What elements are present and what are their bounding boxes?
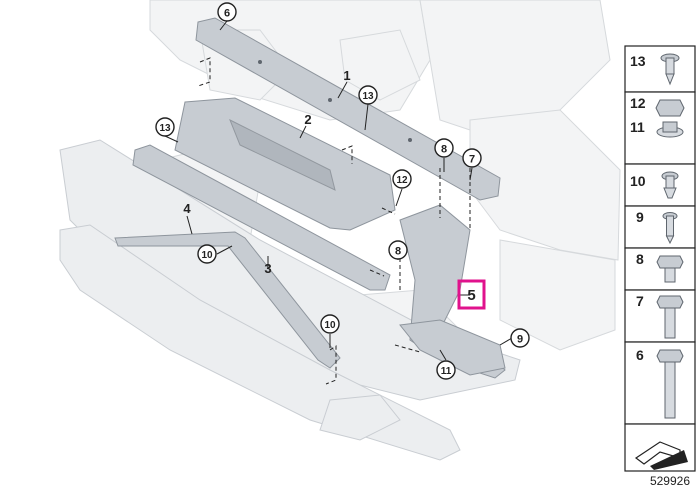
callout-4-label: 4: [183, 201, 191, 216]
callout-9-label: 9: [517, 334, 523, 346]
callout-13-left-label: 13: [159, 123, 171, 134]
part-4-strut: [114, 231, 341, 369]
callout-9[interactable]: 9: [510, 328, 530, 348]
callout-1[interactable]: 1: [343, 68, 350, 83]
callout-12[interactable]: 12: [392, 169, 412, 189]
legend-item-7: 7: [636, 293, 644, 309]
legend-item-13: 13: [630, 53, 646, 69]
callout-8-top-label: 8: [441, 144, 447, 156]
callout-8-mid-label: 8: [395, 246, 401, 258]
callout-11-label: 11: [441, 366, 452, 377]
callout-10-bottom[interactable]: 10: [320, 314, 340, 334]
callout-12-label: 12: [396, 175, 408, 186]
washer-nut-11-icon: [656, 121, 684, 138]
part-6-upper-carrier: [195, 17, 501, 201]
callout-10-left-label: 10: [201, 250, 213, 261]
callout-2-label: 2: [304, 112, 311, 127]
callout-3-label: 3: [264, 261, 271, 276]
callout-11[interactable]: 11: [436, 360, 456, 380]
part-3-lower-crossmember: [132, 144, 391, 291]
callout-5-highlighted[interactable]: 5: [457, 279, 486, 310]
part-9-lower-bracket: [399, 319, 506, 376]
clip-10-icon: [661, 171, 679, 199]
assembly-lines: [197, 57, 471, 385]
part-2-cover-panel: [174, 97, 396, 231]
callout-13-top[interactable]: 13: [358, 85, 378, 105]
nut-12-icon: [655, 99, 685, 117]
screw-9-icon: [662, 212, 678, 245]
fastener-legend: 13 12 11 10 9 8 7 6: [624, 45, 696, 472]
callout-3[interactable]: 3: [264, 261, 271, 276]
legend-item-10: 10: [630, 173, 646, 189]
callout-10-left[interactable]: 10: [197, 244, 217, 264]
bolt-7-icon: [656, 295, 684, 339]
callout-2[interactable]: 2: [304, 112, 311, 127]
callout-1-label: 1: [343, 68, 350, 83]
callout-7[interactable]: 7: [462, 148, 482, 168]
bolt-8-icon: [656, 255, 684, 283]
callout-6-label: 6: [224, 8, 230, 20]
callout-7-label: 7: [469, 154, 475, 166]
bolt-6-icon: [656, 349, 684, 419]
bumper-carrier: [59, 139, 521, 461]
screw-13-icon: [660, 53, 680, 86]
legend-item-9: 9: [636, 209, 644, 225]
drawing-id: 529926: [650, 474, 690, 488]
callout-10-bottom-label: 10: [324, 320, 336, 331]
legend-item-11: 11: [630, 119, 645, 135]
callout-8-mid[interactable]: 8: [388, 240, 408, 260]
callout-8-top[interactable]: 8: [434, 138, 454, 158]
callout-13-left[interactable]: 13: [155, 117, 175, 137]
callout-13-top-label: 13: [362, 91, 374, 102]
legend-item-12: 12: [630, 95, 646, 111]
legend-item-8: 8: [636, 251, 644, 267]
callout-5-label: 5: [467, 287, 475, 304]
callout-4[interactable]: 4: [183, 201, 191, 216]
leader-lines: [164, 20, 513, 361]
direction-arrow-icon: [634, 441, 688, 470]
legend-item-6: 6: [636, 347, 644, 363]
callout-6[interactable]: 6: [217, 2, 237, 22]
